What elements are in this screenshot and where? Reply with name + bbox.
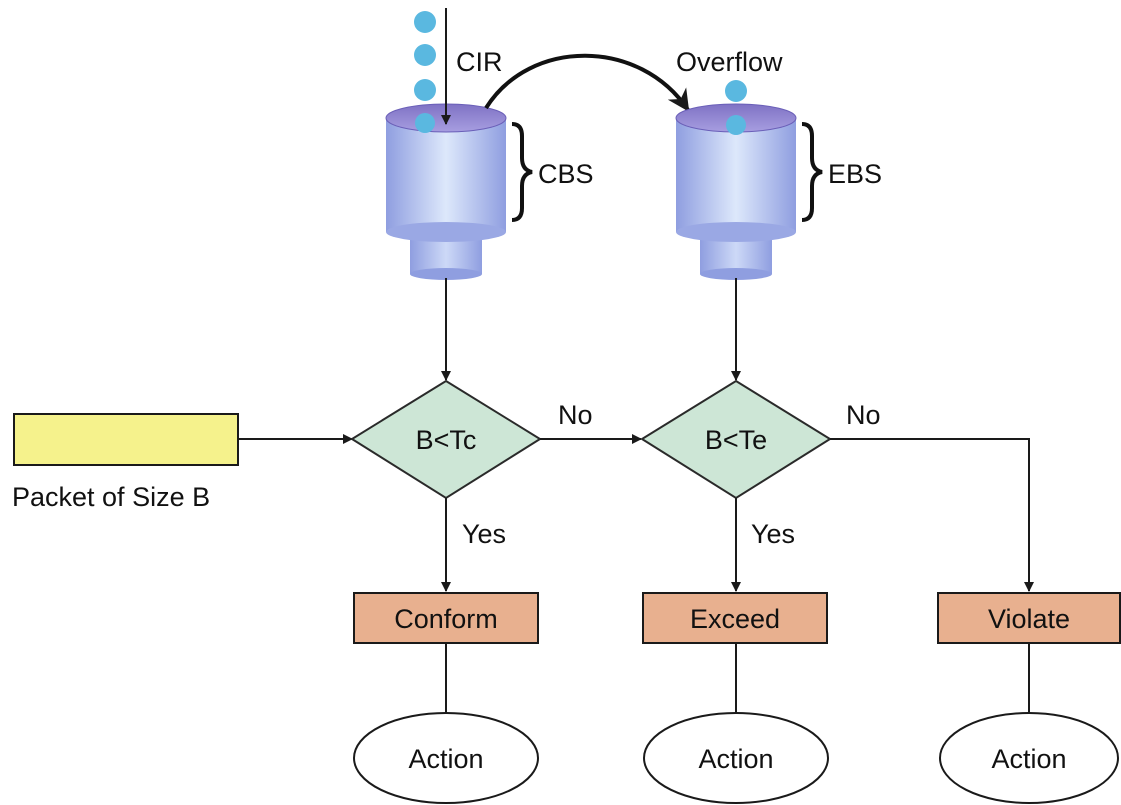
no-label-committed: No: [558, 400, 593, 430]
violate-action-label: Action: [991, 744, 1066, 774]
conform-label: Conform: [394, 604, 498, 634]
excess-bucket-body: [676, 118, 796, 232]
cir-tokens: [414, 11, 436, 133]
overflow-label: Overflow: [676, 47, 783, 77]
packet-box: [13, 413, 239, 466]
cir-label: CIR: [456, 47, 503, 77]
token-icon: [725, 80, 747, 102]
ebs-label: EBS: [828, 159, 882, 189]
no-label-excess: No: [846, 400, 881, 430]
conform-action-label: Action: [408, 744, 483, 774]
cbs-brace: [511, 122, 533, 222]
overflow-tokens: [725, 80, 747, 135]
violate-box: [937, 592, 1121, 644]
exceed-action-label: Action: [698, 744, 773, 774]
ebs-brace: [801, 122, 823, 222]
exceed-box: [642, 592, 828, 644]
token-icon: [415, 113, 435, 133]
cbs-label: CBS: [538, 159, 594, 189]
token-icon: [414, 79, 436, 101]
overflow-arrow: [484, 53, 690, 112]
exceed-action-oval: [643, 712, 829, 804]
committed-bucket-body: [386, 118, 506, 232]
committed-decision-label: B<Tc: [416, 425, 477, 455]
conform-action-oval: [353, 712, 539, 804]
violate-label: Violate: [988, 604, 1070, 634]
committed-bucket: [385, 103, 507, 280]
yes-label-excess: Yes: [751, 519, 795, 549]
no-arrow-excess: [830, 438, 1034, 592]
token-icon: [414, 44, 436, 66]
violate-action-oval: [939, 712, 1119, 804]
packet-label: Packet of Size B: [12, 482, 210, 512]
yes-label-committed: Yes: [462, 519, 506, 549]
excess-bucket: [675, 103, 797, 280]
token-icon: [726, 115, 746, 135]
excess-decision-label: B<Te: [705, 425, 767, 455]
token-icon: [414, 11, 436, 33]
exceed-label: Exceed: [690, 604, 780, 634]
